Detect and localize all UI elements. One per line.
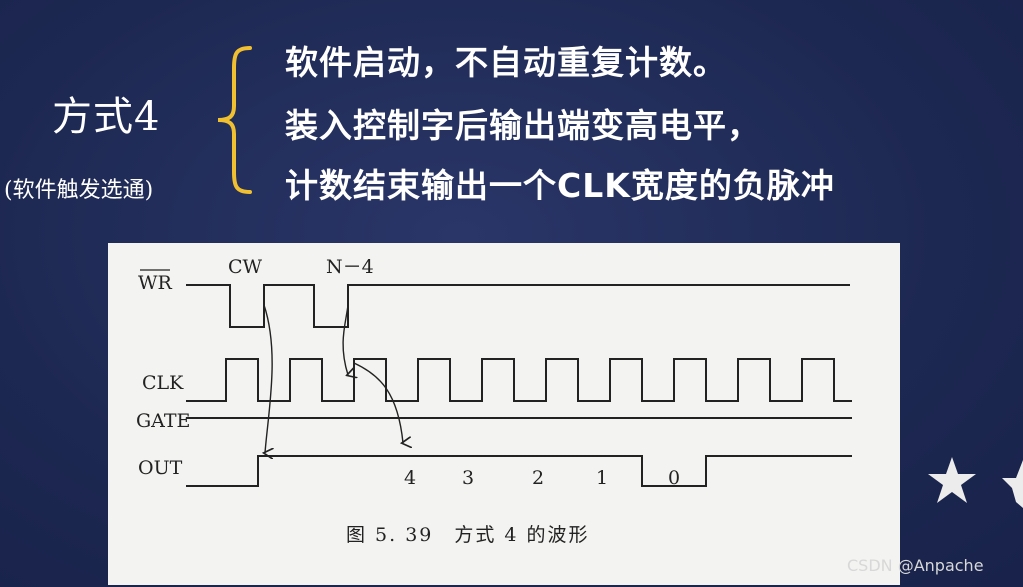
description-line-1: 软件启动，不自动重复计数。 — [285, 43, 727, 82]
waveform-diagram: WR CLK GATE OUT CW N－4 4 3 2 1 0 — [136, 256, 852, 489]
mode-title: 方式4 — [52, 94, 161, 140]
star-icon — [928, 457, 976, 503]
wr-waveform — [186, 284, 850, 328]
annotation-n: N－4 — [326, 256, 374, 278]
curly-brace-icon — [217, 46, 252, 194]
signal-label-clk: CLK — [142, 372, 184, 394]
count-1: 1 — [596, 467, 608, 489]
signal-label-wr: WR — [138, 272, 173, 294]
mode-subtitle: (软件触发选通) — [4, 178, 154, 203]
watermark: CSDN @Anpache — [847, 556, 984, 575]
count-4: 4 — [404, 467, 416, 489]
signal-label-out: OUT — [138, 457, 183, 479]
count-2: 2 — [532, 467, 544, 489]
star-icon-partial — [1002, 460, 1023, 508]
arrow-wr-to-clk — [342, 304, 348, 375]
count-0: 0 — [668, 467, 680, 489]
arrow-clk-to-count — [353, 362, 403, 443]
signal-label-gate: GATE — [136, 410, 190, 432]
annotation-cw: CW — [228, 256, 263, 278]
waveform-figure: WR CLK GATE OUT CW N－4 4 3 2 1 0 图 — [108, 243, 900, 585]
clk-waveform — [186, 358, 852, 402]
arrow-wr-to-out — [264, 304, 272, 453]
description-line-3: 计数结束输出一个CLK宽度的负脉冲 — [285, 166, 835, 205]
count-3: 3 — [462, 467, 474, 489]
out-waveform — [186, 455, 852, 487]
figure-caption: 图 5. 39 方式 4 的波形 — [346, 524, 590, 546]
description-line-2: 装入控制字后输出端变高电平， — [285, 106, 761, 145]
